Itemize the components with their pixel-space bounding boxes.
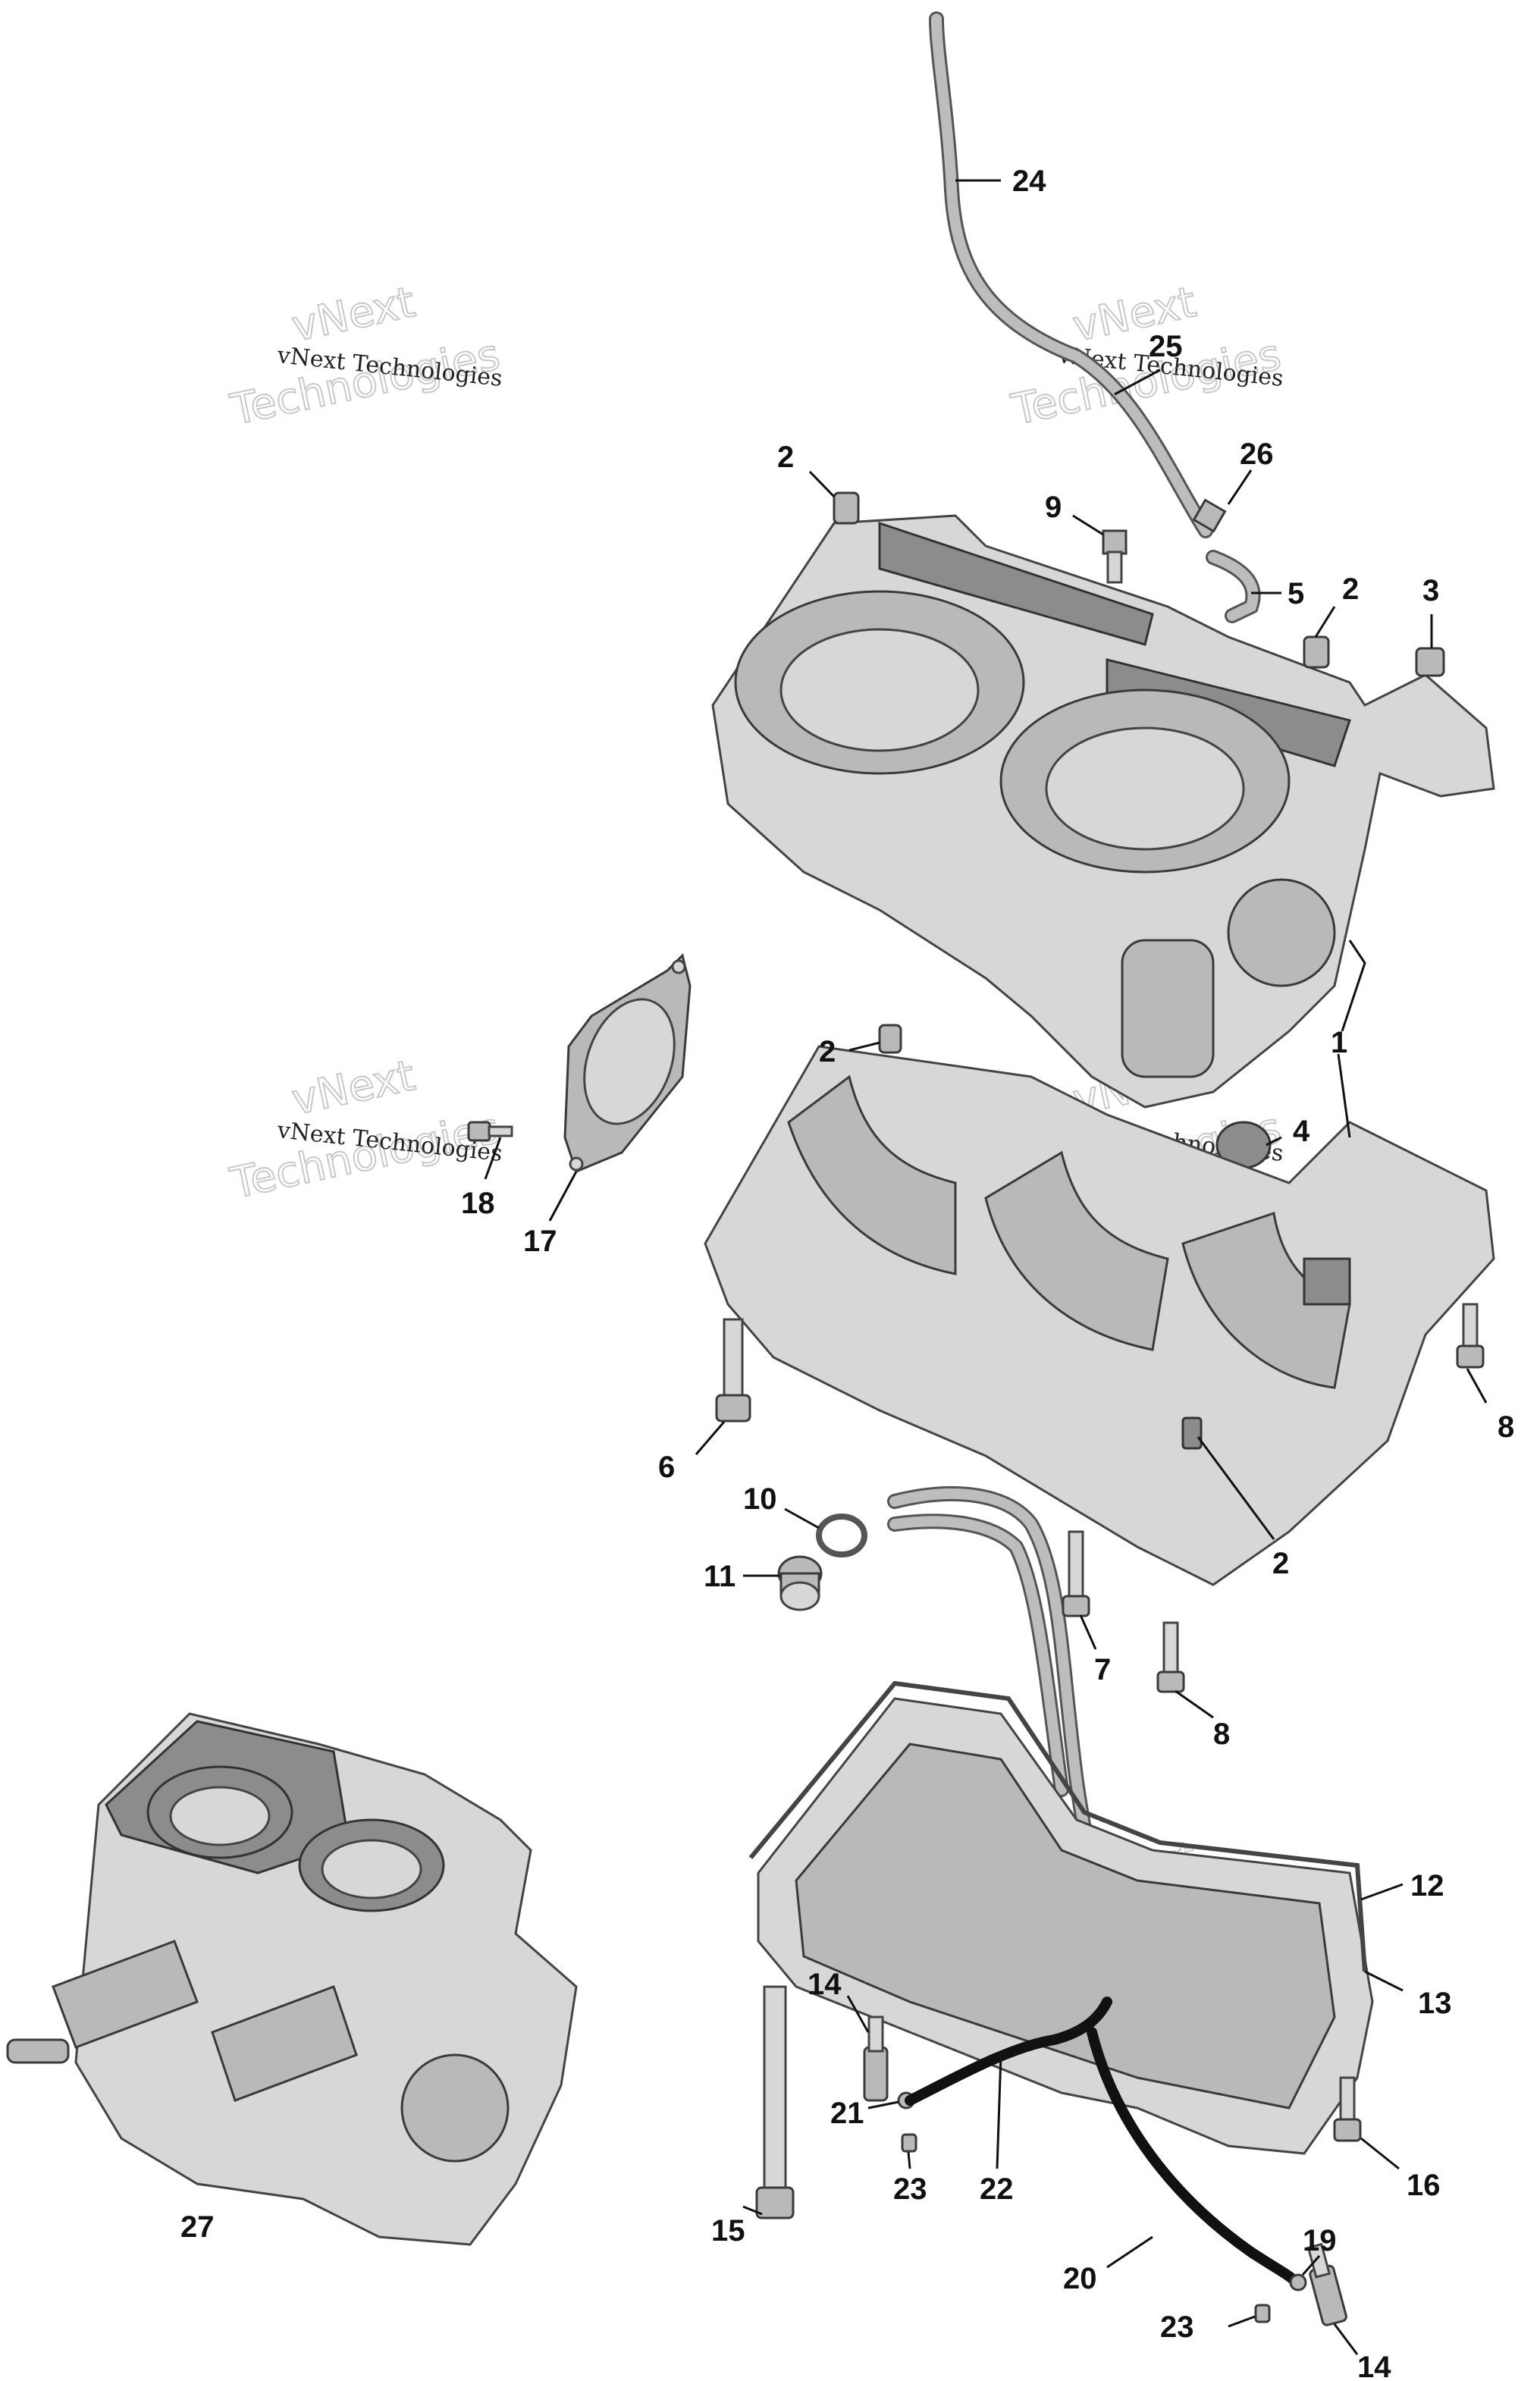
dowel-pin-2-top-left (833, 491, 860, 525)
drain-plug-11 (777, 1555, 823, 1611)
callout-14-right: 14 (1357, 2351, 1391, 2381)
fitting-18 (467, 1121, 513, 1142)
callout-22: 22 (980, 2172, 1014, 2206)
callout-1: 1 (1331, 1026, 1347, 1059)
cap-23-right (1254, 2304, 1271, 2323)
callout-2-lower: 2 (1272, 1547, 1289, 1580)
callout-9: 9 (1045, 491, 1062, 524)
bolt-15 (755, 1985, 795, 2219)
callout-15: 15 (711, 2214, 745, 2248)
engine-block-assembly-27 (6, 1712, 578, 2246)
callout-6: 6 (658, 1451, 675, 1484)
upper-crankcase (711, 514, 1495, 1109)
callout-25: 25 (1149, 330, 1183, 363)
callout-11: 11 (704, 1560, 735, 1593)
svg-text:vNext: vNext (287, 1051, 419, 1125)
dowel-pin-2-middle (878, 1024, 902, 1054)
callout-2-top-left: 2 (777, 441, 794, 474)
oil-pan-gasket-12 (748, 1680, 1367, 1972)
washer-10 (816, 1514, 867, 1558)
watermark-mid-left: vNext Technologies vNext Technologies (225, 1050, 504, 1209)
oil-pan-13 (757, 1697, 1374, 2155)
oil-line-24 (929, 11, 1213, 538)
callout-27: 27 (180, 2210, 215, 2244)
gasket-17 (563, 953, 692, 1174)
watermark-top-right: vNext Technologies vNext Technologies (1006, 277, 1285, 436)
callout-13: 13 (1418, 1987, 1452, 2020)
bolt-8-right (1456, 1303, 1485, 1369)
callout-8-right: 8 (1498, 1410, 1514, 1444)
callout-17: 17 (523, 1225, 557, 1258)
lower-crankcase (704, 1045, 1495, 1586)
fitting-14-right (1306, 2242, 1347, 2326)
callout-4: 4 (1293, 1115, 1310, 1148)
callout-26: 26 (1240, 438, 1274, 471)
callout-12: 12 (1410, 1869, 1444, 1903)
callout-19: 19 (1303, 2224, 1337, 2257)
hose-22 (905, 1997, 1112, 2106)
fitting-14-left (863, 2016, 889, 2102)
callout-10: 10 (743, 1482, 777, 1516)
callout-21: 21 (830, 2097, 864, 2130)
callout-labels: 24 25 26 9 2 5 2 3 1 2 4 18 17 6 8 10 11… (180, 165, 1514, 2381)
watermark-top-left: vNext Technologies vNext Technologies (225, 277, 504, 436)
clamp-19 (1289, 2273, 1307, 2292)
svg-text:vNext: vNext (287, 278, 419, 352)
callout-2-middle: 2 (819, 1035, 836, 1068)
leader-lines (484, 179, 1488, 2355)
bolt-6 (715, 1318, 751, 1423)
callout-8-lower: 8 (1213, 1718, 1230, 1751)
callout-23-right: 23 (1160, 2310, 1194, 2344)
bolt-9 (1102, 529, 1128, 584)
cap-23-left (901, 2133, 917, 2153)
callout-23-left: 23 (893, 2172, 927, 2206)
callout-7: 7 (1094, 1653, 1111, 1686)
fitting-26 (1192, 498, 1227, 533)
callout-20: 20 (1063, 2262, 1097, 2295)
callout-18: 18 (461, 1187, 495, 1220)
plug-3 (1415, 647, 1445, 677)
callout-16: 16 (1407, 2169, 1441, 2202)
bolt-16 (1333, 2076, 1362, 2142)
bolt-8-lower (1156, 1621, 1185, 1693)
dowel-pin-2-top-right (1303, 635, 1330, 669)
hose-20 (1087, 2027, 1302, 2288)
callout-5: 5 (1288, 577, 1304, 610)
callout-24: 24 (1012, 165, 1046, 198)
bolt-7 (1062, 1530, 1090, 1617)
callout-3: 3 (1422, 574, 1439, 607)
callout-2-top-right: 2 (1342, 573, 1359, 606)
callout-14-left: 14 (808, 1968, 842, 2001)
